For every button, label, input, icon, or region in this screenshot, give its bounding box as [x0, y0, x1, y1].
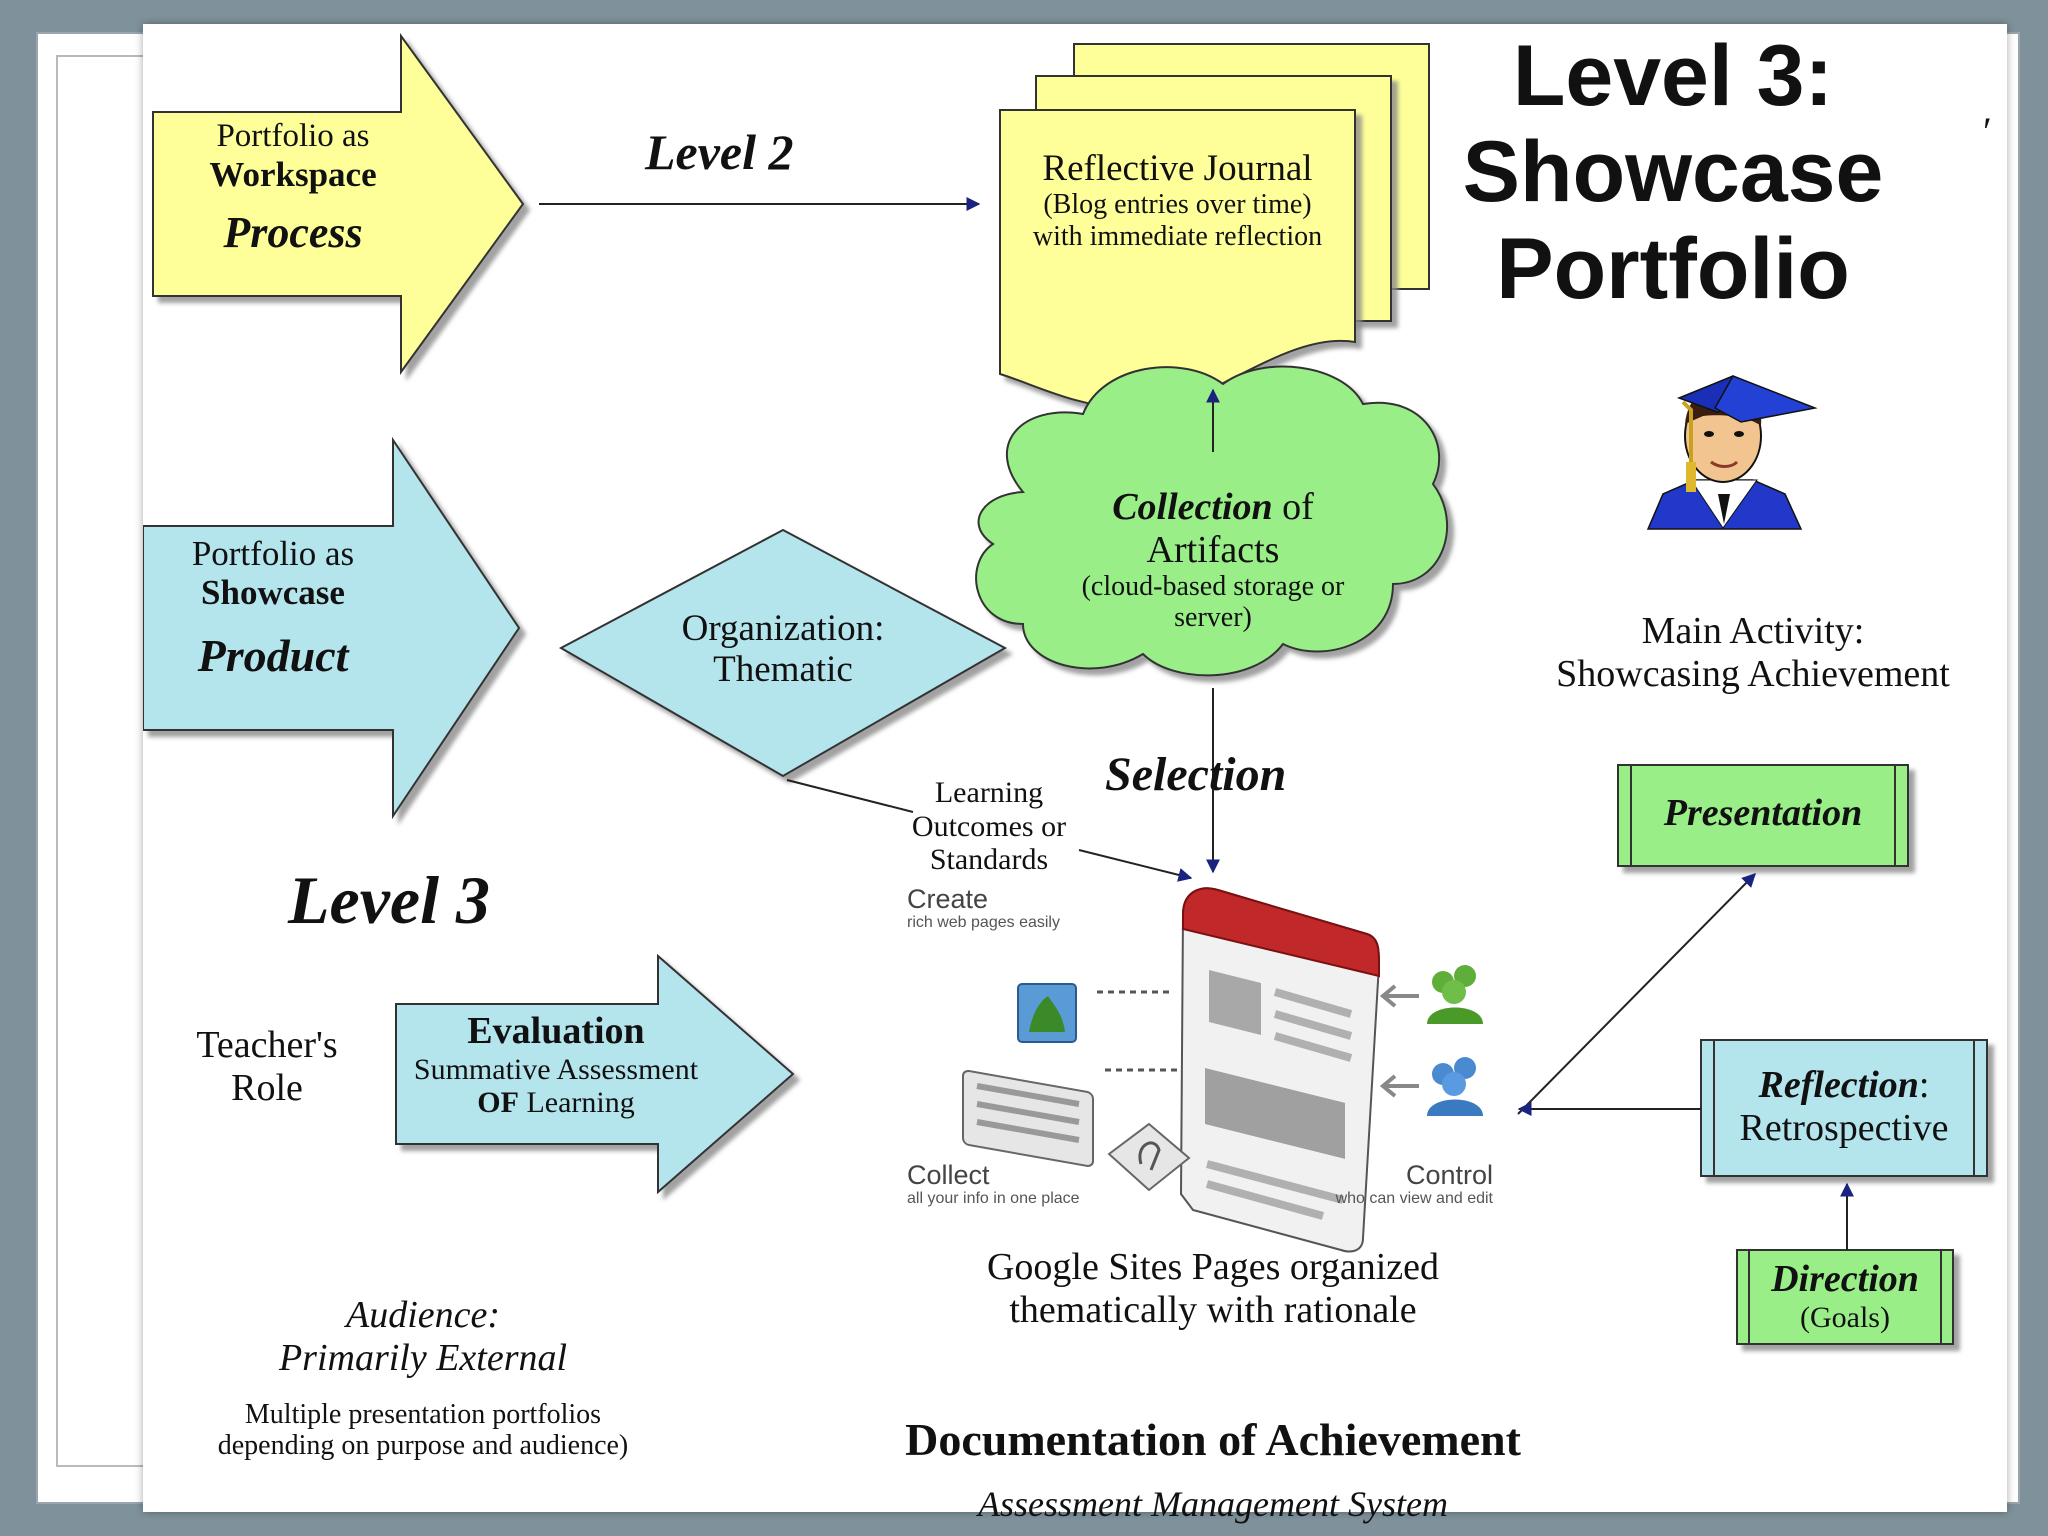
workspace-arrow-label: Portfolio as Workspace Process: [183, 118, 403, 257]
evaluation-of-text: OF: [477, 1086, 519, 1120]
level3-label: Level 3: [288, 862, 490, 938]
main-activity-line-1: Main Activity:: [1641, 610, 1865, 652]
diagram-slide: Level 3: Showcase Portfolio ′ Portfolio …: [143, 24, 2007, 1524]
sites-caption-line-1: Google Sites Pages organized: [986, 1246, 1440, 1288]
sites-caption: Google Sites Pages organized thematicall…: [943, 1246, 1483, 1331]
sites-collect-label: Collect all your info in one place: [907, 1160, 1080, 1208]
sites-to-presentation-arrow: [1517, 873, 1756, 1115]
sheet-edge-line: [56, 55, 146, 57]
direction-bold-text: Direction: [1771, 1258, 1919, 1300]
evaluation-arrow-label: Evaluation Summative Assessment OF Learn…: [396, 1010, 716, 1120]
sites-create-label: Create rich web pages easily: [907, 884, 1060, 932]
learning-outcomes-label: Learning Outcomes or Standards: [899, 776, 1079, 877]
collection-cloud-label: Collection of Artifacts (cloud-based sto…: [1033, 486, 1393, 634]
audience-line-1: Audience:: [345, 1294, 501, 1336]
diagram-canvas: [143, 32, 1988, 1345]
teachers-role-line-2: Role: [231, 1066, 303, 1109]
direction-box-shape: [1736, 1249, 1954, 1345]
outcomes-line-2: Outcomes or: [911, 809, 1067, 843]
presentation-box-label: Presentation: [1663, 792, 1863, 834]
sheet-edge-line: [56, 1465, 146, 1467]
presentation-box-shape: [1617, 764, 1909, 867]
organization-label: Organization: Thematic: [653, 608, 913, 691]
evaluation-arrow-shape: [395, 953, 795, 1195]
showcase-arrow-shape: [143, 436, 521, 820]
organization-diamond: [558, 528, 1008, 778]
title-mark: ′: [1983, 109, 1992, 154]
sites-create-subtitle: rich web pages easily: [907, 914, 1060, 932]
title-line-1: Level 3:: [1512, 28, 1834, 124]
selection-label: Selection: [1105, 748, 1287, 801]
workspace-line-1: Portfolio as: [216, 118, 370, 154]
showcase-line-2: Showcase: [201, 573, 345, 613]
sites-collect-title: Collect: [907, 1160, 990, 1190]
direction-box-label: Direction (Goals): [1737, 1258, 1953, 1334]
cloud-bold-text: Collection: [1112, 486, 1273, 528]
reflection-box-label: Reflection: Retrospective: [1701, 1064, 1987, 1149]
cloud-line-3: (cloud-based storage or: [1081, 571, 1345, 603]
teachers-role-label: Teacher's Role: [187, 1024, 347, 1109]
footer-title: Documentation of Achievement: [905, 1414, 1521, 1465]
level2-label: Level 2: [645, 124, 794, 180]
cloud-line-4: server): [1174, 602, 1252, 634]
showcase-arrow-label: Portfolio as Showcase Product: [163, 534, 383, 682]
workspace-line-3: Process: [223, 208, 363, 258]
sites-control-subtitle: who can view and edit: [1335, 1190, 1493, 1208]
sites-caption-line-2: thematically with rationale: [1009, 1288, 1417, 1331]
reflection-colon: :: [1918, 1064, 1930, 1106]
cloud-of-text: of: [1272, 486, 1314, 528]
organization-line-2: Thematic: [713, 649, 853, 691]
workspace-arrow-shape: [152, 32, 525, 376]
workspace-line-2: Workspace: [209, 154, 377, 194]
sheet-edge-line: [56, 55, 58, 1465]
evaluation-line-2: Summative Assessment: [413, 1052, 699, 1086]
collection-cloud: [975, 365, 1449, 677]
direction-line-2: (Goals): [1800, 1300, 1890, 1334]
outcomes-line-1: Learning: [934, 776, 1044, 809]
graduate-icon: [1646, 375, 1818, 530]
evaluation-learning-text: Learning: [518, 1086, 635, 1120]
outcomes-line-3: Standards: [929, 843, 1049, 877]
journal-line-2: (Blog entries over time): [1043, 189, 1312, 221]
showcase-line-1: Portfolio as: [191, 534, 355, 573]
reflection-box-shape: [1700, 1039, 1988, 1177]
evaluation-line-1: Evaluation: [467, 1010, 645, 1052]
journal-title: Reflective Journal: [1042, 148, 1313, 189]
showcase-line-3: Product: [197, 630, 349, 682]
main-activity-label: Main Activity: Showcasing Achievement: [1513, 610, 1993, 695]
google-sites-graphic: [962, 887, 1483, 1253]
title-line-2: Showcase: [1462, 124, 1884, 221]
title-line-3: Portfolio: [1496, 220, 1850, 317]
journal-line-3: with immediate reflection: [1032, 220, 1323, 252]
audience-line-3: Multiple presentation portfolios: [244, 1399, 602, 1431]
main-activity-line-2: Showcasing Achievement: [1556, 652, 1950, 695]
sites-control-title: Control: [1405, 1160, 1493, 1190]
audience-block: Audience: Primarily External Multiple pr…: [213, 1294, 633, 1462]
teachers-role-line-1: Teacher's: [196, 1024, 338, 1066]
audience-line-4: depending on purpose and audience): [217, 1430, 629, 1462]
organization-line-1: Organization:: [681, 608, 885, 649]
sites-create-title: Create: [907, 884, 989, 914]
page-title: Level 3: Showcase Portfolio: [1438, 28, 1908, 317]
outcomes-to-sites-arrow: [1078, 849, 1193, 882]
reflection-line-2: Retrospective: [1739, 1106, 1949, 1149]
diamond-to-outcomes-line: [786, 779, 914, 813]
sites-collect-subtitle: all your info in one place: [907, 1190, 1080, 1208]
audience-line-2: Primarily External: [278, 1336, 568, 1379]
cloud-line-2: Artifacts: [1146, 528, 1280, 571]
sites-control-label: Control who can view and edit: [1313, 1160, 1493, 1208]
journal-label: Reflective Journal (Blog entries over ti…: [1000, 148, 1355, 252]
footer-subtitle: Assessment Management System: [978, 1484, 1448, 1524]
reflection-bold-text: Reflection: [1758, 1064, 1919, 1106]
